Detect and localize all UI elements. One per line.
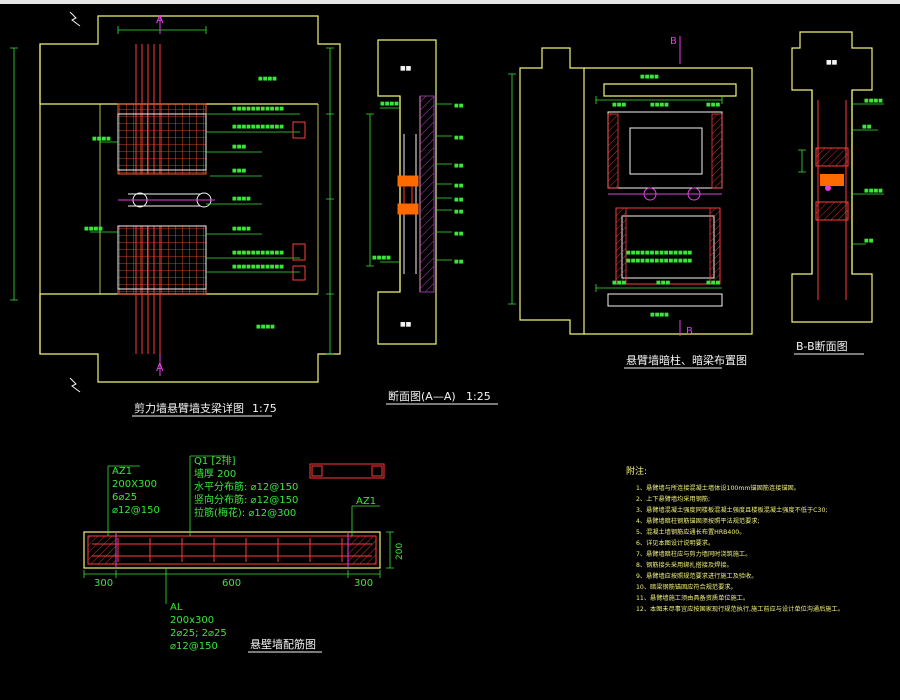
label-q1: Q1 [2排] 墙厚 200 水平分布筋: ⌀12@150 竖向分布筋: ⌀12… [194,454,298,519]
svg-text:■■■: ■■■ [706,280,720,286]
dim-col-left: 300 [94,578,113,589]
svg-text:■■: ■■ [864,238,874,244]
note-item: 2、上下悬臂墙均采用钢筋; [636,495,710,503]
svg-text:■■■■: ■■■■ [92,136,111,142]
svg-text:■■■■■■■■■■■: ■■■■■■■■■■■ [232,250,284,256]
svg-text:■■■■■■■■■■■: ■■■■■■■■■■■ [232,264,284,270]
svg-text:■■■■: ■■■■ [84,226,103,232]
svg-text:■■■: ■■■ [656,280,670,286]
svg-text:■■: ■■ [454,103,464,109]
note-item: 5、混凝土墙钢筋应通长布置HRB400。 [636,528,745,536]
svg-text:■■■■■■■■■■■■■■: ■■■■■■■■■■■■■■ [626,250,692,256]
svg-text:水平分布筋: ⌀12@150: 水平分布筋: ⌀12@150 [194,480,298,493]
section-mark-a-bottom: A [156,361,164,374]
svg-text:墙厚 200: 墙厚 200 [194,467,236,480]
svg-text:■■■■: ■■■■ [650,102,669,108]
svg-text:■■: ■■ [454,163,464,169]
svg-text:6⌀25: 6⌀25 [112,492,137,503]
svg-text:■■: ■■ [862,124,872,130]
dim-middle: 600 [222,578,241,589]
svg-text:■■■■: ■■■■ [258,76,277,82]
rebar-mesh-upper [117,103,207,175]
elevation-title: 悬臂墙暗柱、暗梁布置图 [626,353,747,367]
section-mark-a-top: A [156,13,164,26]
svg-text:■■: ■■ [454,135,464,141]
wall-detail-title: 悬壁墙配筋图 [250,637,316,651]
window-top-bar [0,0,900,4]
svg-text:■■■: ■■■ [706,102,720,108]
svg-text:■■■■■■■■■■■■■■: ■■■■■■■■■■■■■■ [626,258,692,264]
svg-text:■■■■: ■■■■ [372,255,391,261]
svg-text:竖向分布筋: ⌀12@150: 竖向分布筋: ⌀12@150 [194,493,298,506]
note-item: 12、本图未尽事宜应按国家现行规范执行,施工前应与设计单位沟通后施工。 [636,605,844,613]
svg-text:⌀12@150: ⌀12@150 [170,641,218,652]
svg-text:■■■■: ■■■■ [864,188,883,194]
wall-reinforcement-detail: 300 600 300 200 AZ1 200X300 6⌀25 ⌀12@150… [83,454,405,653]
plan-scale: 1:75 [252,402,277,415]
plan-view: A A ■■■■ ■■■■■■■■■■■ ■■■■■■■■■■■ ■■■ ■■■ [10,11,341,417]
svg-text:AZ1: AZ1 [112,466,132,477]
section-aa-view: ■■■■ ■■■■ ■■■■ ■■■■ ■■■■■■■■ ■■ ■■ 断面图(A… [366,39,498,405]
notes-heading: 附注: [626,465,647,477]
svg-text:■■■■: ■■■■ [256,324,275,330]
svg-text:200X300: 200X300 [112,479,157,490]
svg-text:■■: ■■ [400,65,412,72]
svg-text:■■■■: ■■■■ [380,101,399,107]
note-item: 9、悬臂墙应按照规范要求进行施工及验收。 [636,572,758,580]
svg-text:■■: ■■ [826,59,838,66]
notes-list: 1、悬臂墙与所连接混凝土墙体设100mm锚固筋连接锚固。 2、上下悬臂墙均采用钢… [636,484,844,613]
svg-text:拉筋(梅花): ⌀12@300: 拉筋(梅花): ⌀12@300 [194,506,296,519]
cad-drawing-canvas: A A ■■■■ ■■■■■■■■■■■ ■■■■■■■■■■■ ■■■ ■■■ [10,11,884,653]
note-item: 6、详见本图设计说明要求。 [636,539,714,547]
svg-text:■■■■: ■■■■ [650,312,669,318]
note-item: 1、悬臂墙与所连接混凝土墙体设100mm锚固筋连接锚固。 [636,484,800,492]
label-al: AL 200x300 2⌀25; 2⌀25 ⌀12@150 [170,602,227,652]
svg-text:■■■: ■■■ [232,144,246,150]
dim-height: 200 [395,543,405,560]
svg-text:■■■■■■■■■■■: ■■■■■■■■■■■ [232,106,284,112]
svg-text:⌀12@150: ⌀12@150 [112,505,160,516]
section-mark-b-top: B [670,36,677,47]
note-item: 4、悬臂墙暗柱钢筋锚固须按照平法规范要求; [636,517,760,525]
note-item: 11、悬臂墙施工须由具备资质单位施工。 [636,594,749,602]
svg-text:■■■: ■■■ [612,102,626,108]
svg-text:■■■■■■■■■■■: ■■■■■■■■■■■ [232,124,284,130]
elevation-view: B B ■■■■ ■■■■■■■■■■ ■■■■■■■■■■■■■■ ■■■■■… [508,36,753,369]
section-aa-title: 断面图(A—A) [388,389,456,403]
svg-text:■■: ■■ [454,197,464,203]
dim-col-right: 300 [354,578,373,589]
notes-block: 附注: 1、悬臂墙与所连接混凝土墙体设100mm锚固筋连接锚固。 2、上下悬臂墙… [626,465,844,613]
svg-text:■■■■: ■■■■ [864,98,883,104]
section-bb-view: ■■■■■■ ■■■■■■ ■■ B-B断面图 [791,31,884,355]
svg-text:■■■: ■■■ [612,280,626,286]
svg-text:Q1 [2排]: Q1 [2排] [194,454,236,467]
section-mark-b-bottom: B [686,326,693,337]
note-item: 10、暗梁钢筋锚固应符合规范要求。 [636,583,737,591]
svg-text:AL: AL [170,602,183,613]
svg-text:■■: ■■ [454,259,464,265]
note-item: 8、钢筋接头采用绑扎搭接及焊接。 [636,561,733,569]
note-item: 7、悬臂墙暗柱应与剪力墙同时浇筑施工。 [636,550,751,558]
section-aa-scale: 1:25 [466,390,491,403]
svg-text:■■: ■■ [454,231,464,237]
svg-text:2⌀25; 2⌀25: 2⌀25; 2⌀25 [170,628,227,639]
label-az1-left: AZ1 200X300 6⌀25 ⌀12@150 [112,466,160,516]
rebar-mesh-lower [117,225,207,295]
svg-text:200x300: 200x300 [170,615,214,626]
plan-title: 剪力墙悬臂墙支梁详图 [134,401,244,415]
svg-text:■■: ■■ [454,183,464,189]
label-az1-right: AZ1 [356,496,376,507]
svg-text:■■■■: ■■■■ [232,226,251,232]
note-item: 3、悬臂墙混凝土强度同楼板混凝土强度且楼板混凝土强度不低于C30; [636,506,827,514]
svg-text:■■■■: ■■■■ [640,74,659,80]
section-bb-title: B-B断面图 [796,339,848,353]
svg-text:■■: ■■ [454,209,464,215]
svg-text:■■■: ■■■ [232,168,246,174]
svg-text:■■: ■■ [400,321,412,328]
svg-text:■■■■: ■■■■ [232,196,251,202]
